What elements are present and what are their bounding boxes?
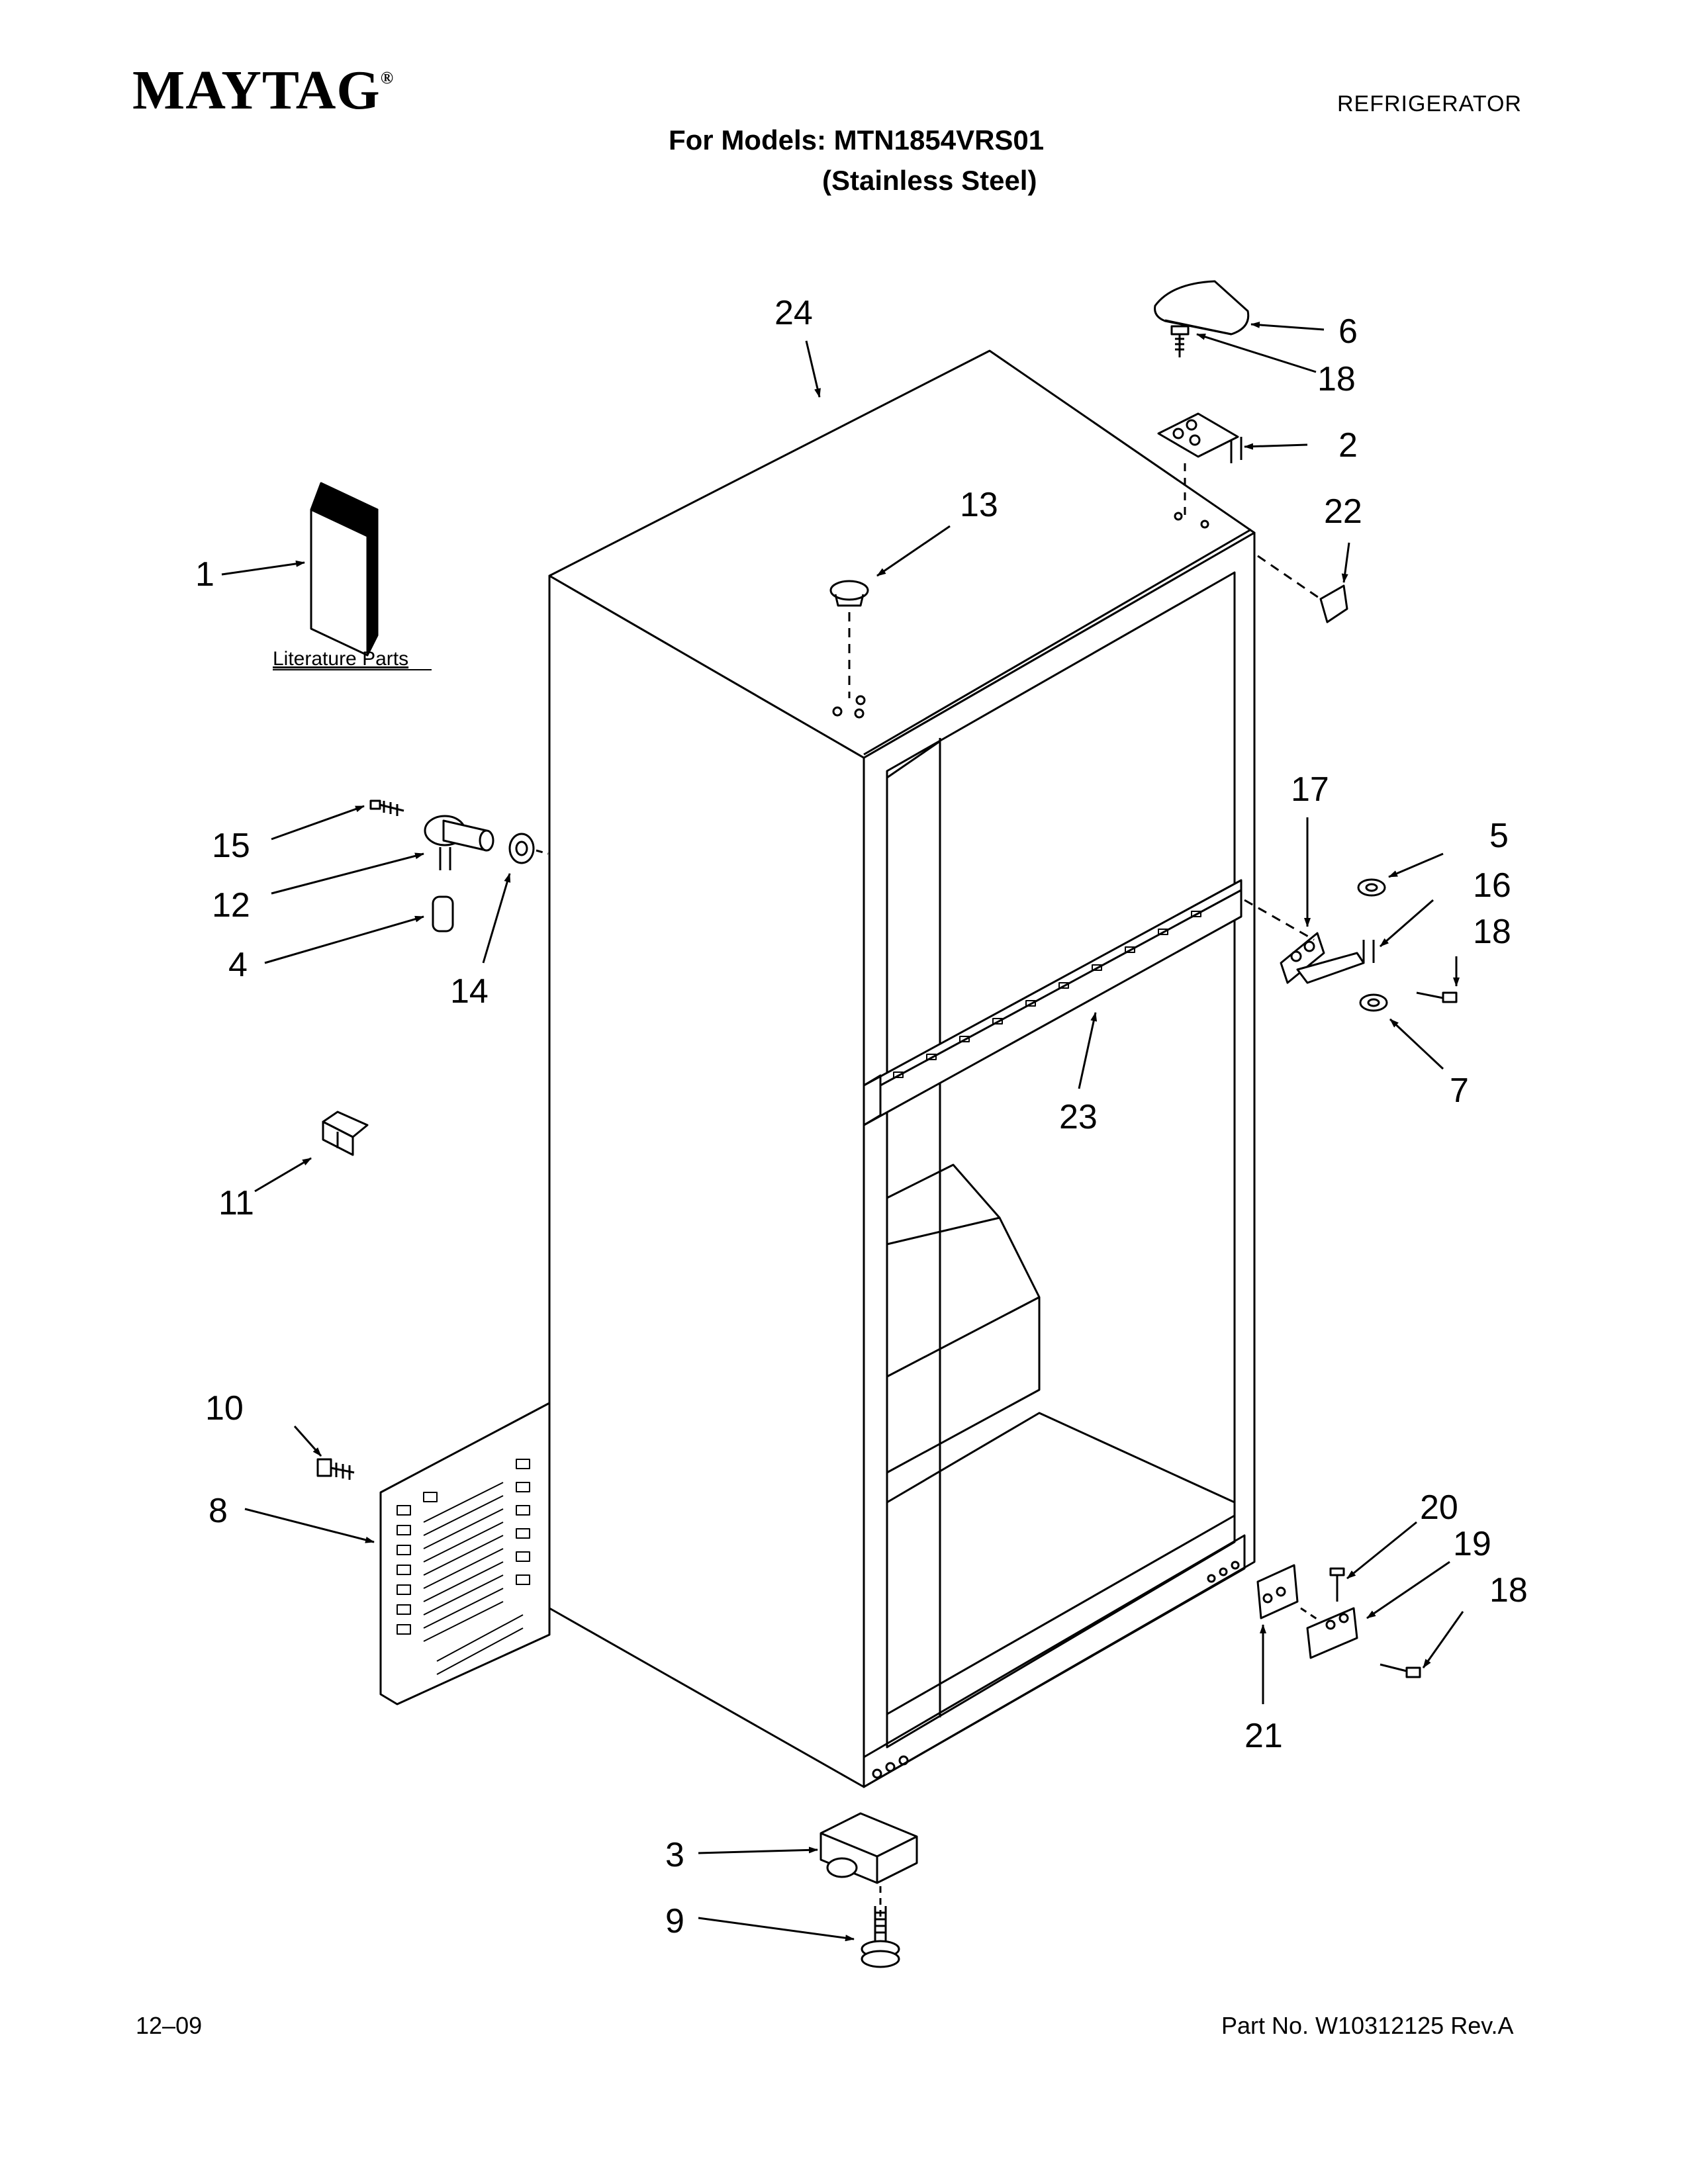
- callout-8: 8: [209, 1492, 228, 1530]
- callout-4: 4: [228, 946, 248, 984]
- callout-10: 10: [205, 1389, 244, 1428]
- callout-2: 2: [1338, 426, 1358, 465]
- models-line: For Models: MTN1854VRS01: [669, 124, 1045, 156]
- callout-20: 20: [1420, 1488, 1458, 1527]
- appliance-category: REFRIGERATOR: [1337, 91, 1522, 116]
- callout-9: 9: [665, 1902, 684, 1940]
- callout-11: 11: [218, 1184, 254, 1222]
- callout-7: 7: [1450, 1071, 1469, 1110]
- divider-rail: [863, 879, 1243, 1126]
- callout-3: 3: [665, 1836, 684, 1874]
- cabinet-drawing: [548, 349, 1256, 1788]
- registered-mark: ®: [380, 68, 395, 87]
- leveling-leg-drawing: [861, 1906, 900, 1968]
- hinge-cover-drawing: [1154, 280, 1250, 336]
- access-screw-drawing: [316, 1458, 355, 1480]
- plug-drawing: [829, 580, 869, 698]
- callout-15: 15: [212, 827, 250, 865]
- callout-18-bottom: 18: [1489, 1571, 1528, 1610]
- callout-19: 19: [1453, 1525, 1491, 1563]
- brand-name: MAYTAG: [132, 60, 381, 121]
- revision-date: 12–09: [136, 2012, 203, 2039]
- callout-12: 12: [212, 886, 250, 925]
- callout-18-mid: 18: [1473, 913, 1511, 951]
- access-panel-drawing: [379, 1402, 551, 1706]
- callout-6: 6: [1338, 312, 1358, 351]
- callout-18-top: 18: [1317, 360, 1356, 398]
- center-hinge-drawing: [1244, 878, 1458, 1012]
- callout-14: 14: [450, 972, 489, 1011]
- callout-22: 22: [1324, 492, 1362, 531]
- screw-drawing: [1170, 325, 1190, 357]
- callout-13: 13: [960, 486, 998, 524]
- callout-21: 21: [1244, 1717, 1283, 1755]
- literature-parts-label: Literature Parts: [273, 648, 408, 670]
- bottom-hinge-drawing: [1256, 1564, 1421, 1678]
- callout-23: 23: [1059, 1098, 1098, 1136]
- part-number: Part No. W10312125 Rev.A: [1221, 2012, 1514, 2039]
- callout-24: 24: [774, 294, 813, 332]
- model-heading: For Models: MTN1854VRS01 (Stainless Stee…: [669, 120, 1044, 201]
- callout-leaders: [221, 321, 1464, 1942]
- callout-16: 16: [1473, 866, 1511, 905]
- hinge-pin-assembly-drawing: [369, 799, 549, 933]
- roller-assembly-drawing: [820, 1812, 918, 1919]
- callout-1: 1: [195, 555, 214, 594]
- hinge-clip-drawing: [1257, 555, 1348, 623]
- variant-line: (Stainless Steel): [822, 164, 1037, 196]
- maytag-logo: MAYTAG®: [132, 63, 394, 118]
- callout-17: 17: [1291, 770, 1329, 809]
- top-hinge-drawing: [1157, 412, 1243, 516]
- clip-drawing: [322, 1111, 369, 1156]
- callout-5: 5: [1489, 817, 1509, 855]
- literature-book-drawing: [310, 482, 379, 657]
